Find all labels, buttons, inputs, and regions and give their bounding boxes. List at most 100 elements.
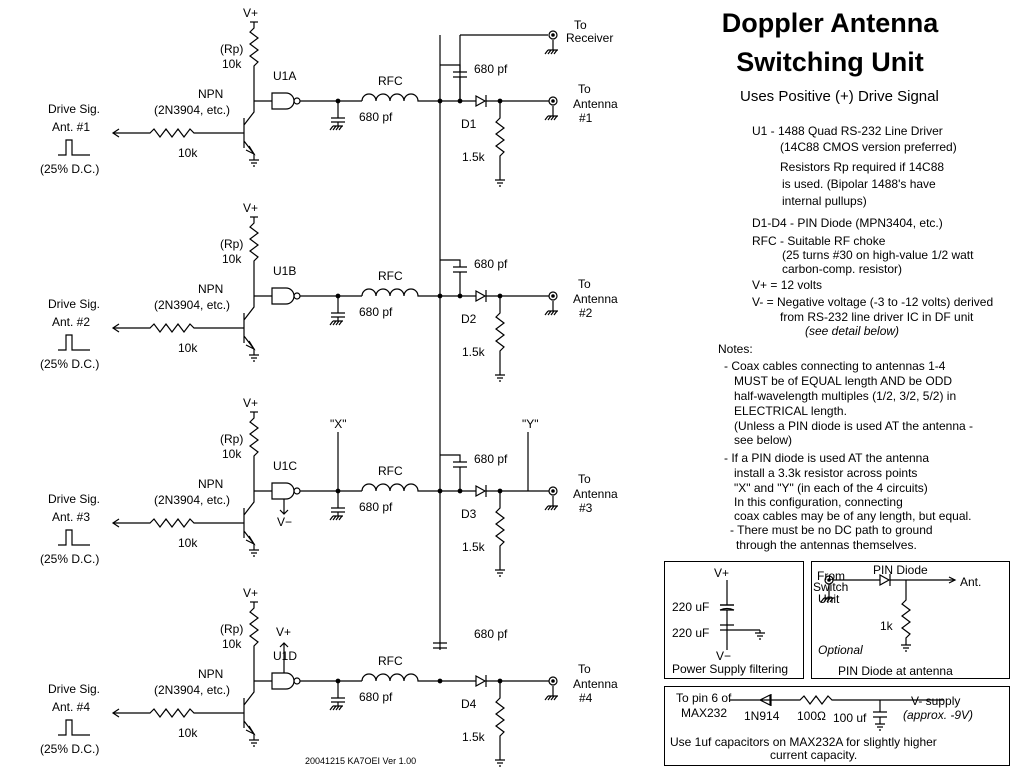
note-4: ELECTRICAL length. <box>734 404 847 418</box>
footer-version: 20041215 KA7OEI Ver 1.00 <box>305 756 417 766</box>
pin-diode-detail-drawing <box>820 573 957 652</box>
gate-vplus-label: V+ <box>276 625 292 639</box>
shunt-value: 1.5k <box>462 540 485 554</box>
to-label: To <box>578 472 591 486</box>
supply-diode-label: 1N914 <box>744 709 780 723</box>
npn-label: NPN <box>198 282 224 296</box>
spec-d1: D1-D4 - PIN Diode (MPN3404, etc.) <box>752 216 943 230</box>
vplus-label: V+ <box>243 396 259 410</box>
pullup-resistor <box>249 602 259 681</box>
diode-name: D3 <box>461 507 477 521</box>
spec-vplus: V+ = 12 volts <box>752 278 823 292</box>
psu-vplus: V+ <box>714 566 730 580</box>
drive-label: Drive Sig. <box>48 492 101 506</box>
antenna-label: Antenna <box>573 292 618 306</box>
rp-label: (Rp) <box>220 622 244 636</box>
gate-u1 <box>254 92 295 110</box>
pin-diode <box>440 674 549 688</box>
rp-value: 10k <box>222 637 242 651</box>
cap-value: 680 pf <box>359 690 393 704</box>
spec-vminus-1: V- = Negative voltage (-3 to -12 volts) … <box>752 295 994 309</box>
spec-rfc-3: carbon-comp. resistor) <box>782 262 903 276</box>
cap-value: 680 pf <box>359 500 393 514</box>
to-label: To <box>578 82 591 96</box>
receiver-line <box>459 34 548 101</box>
note-8: install a 3.3k resistor across points <box>734 466 918 480</box>
pin-resistor-label: 1k <box>880 619 893 633</box>
npn-part: (2N3904, etc.) <box>154 103 231 117</box>
gate-name: U1B <box>273 264 297 278</box>
ant-index: Ant. #2 <box>52 315 91 329</box>
diode-name: D4 <box>461 697 477 711</box>
rfc-inductor <box>361 673 440 682</box>
supply-note-1: Use 1uf capacitors on MAX232A for slight… <box>670 735 937 749</box>
spec-vminus-2: from RS-232 line driver IC in DF unit <box>780 310 974 324</box>
pin-diode <box>440 94 549 108</box>
subtitle: Uses Positive (+) Drive Signal <box>740 88 939 105</box>
drive-pulse <box>58 334 90 351</box>
coupling-cap-value: 680 pf <box>474 62 508 76</box>
npn-label: NPN <box>198 477 224 491</box>
pin-from-3: Unit <box>818 592 840 606</box>
base-resistor-value: 10k <box>178 726 198 740</box>
drive-pulse <box>58 139 90 156</box>
ant-index: Ant. #4 <box>52 700 91 714</box>
note-7: - If a PIN diode is used AT the antenna <box>724 451 930 465</box>
drive-label: Drive Sig. <box>48 297 101 311</box>
title-line-2: Switching Unit <box>736 47 924 77</box>
cap-value: 680 pf <box>359 305 393 319</box>
title-line-1: Doppler Antenna <box>721 8 939 38</box>
rfc-label: RFC <box>378 269 403 283</box>
rfc-inductor <box>361 93 440 102</box>
shunt-resistor <box>495 491 505 570</box>
spec-vminus-3: (see detail below) <box>805 324 900 338</box>
note-12: - There must be no DC path to ground <box>730 523 933 537</box>
pin-diode <box>440 484 549 498</box>
ant-index: Ant. #3 <box>52 510 91 524</box>
vplus-label: V+ <box>243 586 259 600</box>
antenna-num: #3 <box>579 501 593 515</box>
gate-name: U1A <box>273 69 297 83</box>
diode-name: D2 <box>461 312 477 326</box>
gate-u1 <box>254 672 295 690</box>
vminus-label: V− <box>277 515 293 529</box>
spec-rfc-1: RFC - Suitable RF choke <box>752 234 886 248</box>
rp-label: (Rp) <box>220 237 244 251</box>
rfc-inductor <box>361 288 440 297</box>
shunt-value: 1.5k <box>462 730 485 744</box>
shunt-resistor <box>495 296 505 375</box>
duty-cycle: (25% D.C.) <box>40 742 100 756</box>
spec-u1-4: is used. (Bipolar 1488's have <box>782 177 936 191</box>
rfc-label: RFC <box>378 74 403 88</box>
npn-part: (2N3904, etc.) <box>154 683 231 697</box>
note-10: In this configuration, connecting <box>734 495 903 509</box>
diode-name: D1 <box>461 117 477 131</box>
pin-diode <box>440 289 549 303</box>
ant-index: Ant. #1 <box>52 120 91 134</box>
antenna-num: #2 <box>579 306 593 320</box>
base-resistor <box>113 708 244 718</box>
coupling-cap <box>440 64 467 101</box>
receiver-label: Receiver <box>566 31 614 45</box>
coupling-cap-value: 680 pf <box>474 257 508 271</box>
pin-ant-label: Ant. <box>960 575 982 589</box>
antenna-num: #1 <box>579 111 593 125</box>
antenna-connector <box>548 291 558 301</box>
spec-u1-2: (14C88 CMOS version preferred) <box>780 140 957 154</box>
rp-value: 10k <box>222 252 242 266</box>
note-2: MUST be of EQUAL length AND be ODD <box>734 374 953 388</box>
supply-cap-label: 100 uf <box>833 711 867 725</box>
npn-part: (2N3904, etc.) <box>154 493 231 507</box>
note-5: (Unless a PIN diode is used AT the anten… <box>734 419 974 433</box>
note-9: "X" and "Y" (in each of the 4 circuits) <box>734 481 928 495</box>
supply-approx: (approx. -9V) <box>903 708 974 722</box>
rp-value: 10k <box>222 447 242 461</box>
base-resistor-value: 10k <box>178 341 198 355</box>
vplus-label: V+ <box>243 201 259 215</box>
duty-cycle: (25% D.C.) <box>40 552 100 566</box>
psu-vminus: V− <box>716 649 732 663</box>
gate-u1 <box>254 482 295 500</box>
antenna-connector <box>548 676 558 686</box>
shunt-value: 1.5k <box>462 345 485 359</box>
